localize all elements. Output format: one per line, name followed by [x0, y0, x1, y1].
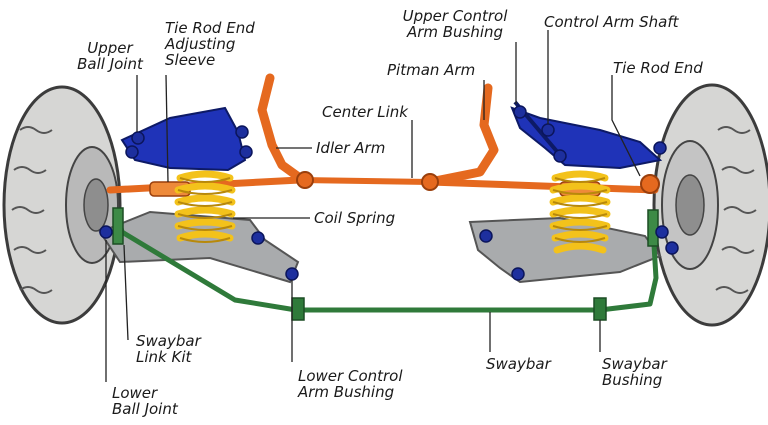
swaybar-link-right: [647, 209, 659, 247]
swaybar-bushing-right: [593, 297, 607, 321]
swaybar-bar: [115, 211, 659, 313]
lower-control-arm-bushing-bolt: [285, 267, 299, 281]
upper-ball-joint-stud: [125, 145, 139, 159]
label-center-link: Center Link: [322, 104, 408, 120]
label-tie-rod-end-adjusting-sleeve: Tie Rod End Adjusting Sleeve: [165, 20, 255, 68]
label-pitman-arm: Pitman Arm: [387, 62, 475, 78]
label-upper-ball-joint-line2: Ball Joint: [77, 55, 143, 73]
label-upper-ball-joint-line1: Upper: [87, 39, 133, 57]
label-tie-rod-end-text: Tie Rod End: [613, 59, 703, 77]
label-idler-arm: Idler Arm: [316, 140, 385, 156]
label-idler-arm-text: Idler Arm: [316, 139, 386, 157]
label-lcab-line1: Lower Control: [298, 367, 403, 385]
label-tie-rod-end: Tie Rod End: [613, 60, 703, 76]
center-link-joint-right: [421, 173, 439, 191]
label-swaybar-link-kit: Swaybar Link Kit: [136, 333, 201, 365]
label-ucab-line2: Arm Bushing: [406, 23, 504, 41]
swaybar-bushing-left: [291, 297, 305, 321]
label-lower-control-arm-bushing: Lower Control Arm Bushing: [298, 368, 403, 400]
leader-swaybar-link-kit: [123, 244, 129, 341]
label-lower-ball-joint-line1: Lower: [112, 384, 158, 402]
label-swaybar-link-kit-line1: Swaybar: [136, 332, 201, 350]
label-control-arm-shaft: Control Arm Shaft: [544, 14, 679, 30]
label-lower-ball-joint: Lower Ball Joint: [112, 385, 178, 417]
swaybar-link-left: [112, 207, 124, 245]
label-tie-rod-sleeve-line2: Adjusting: [165, 35, 236, 53]
label-control-arm-shaft-text: Control Arm Shaft: [544, 13, 679, 31]
center-link-joint-left: [296, 171, 314, 189]
idler-arm: [257, 73, 305, 183]
label-swaybar-text: Swaybar: [486, 355, 551, 373]
right-tire-grooves: [715, 126, 757, 294]
leader-tie-rod-sleeve: [165, 74, 169, 183]
bolts: [99, 105, 679, 281]
right-wheel: [652, 83, 768, 327]
upper-ball-joint-bolt: [131, 131, 145, 145]
tie-rod-end-right: [640, 174, 660, 194]
leader-tie-rod-end: [611, 75, 641, 177]
pitman-arm: [425, 83, 499, 187]
left-upper-control-arm: [120, 106, 247, 172]
label-swaybar-bushing-line2: Bushing: [602, 371, 663, 389]
center-link: [297, 177, 433, 185]
label-upper-control-arm-bushing: Upper Control Arm Bushing: [390, 8, 520, 40]
label-coil-spring: Coil Spring: [314, 210, 395, 226]
label-tie-rod-sleeve-line3: Sleeve: [165, 51, 216, 69]
right-hub-cap: [675, 174, 705, 236]
label-swaybar-bushing-line1: Swaybar: [602, 355, 667, 373]
leader-lines: [105, 30, 641, 382]
left-tire-grooves: [11, 126, 53, 294]
label-pitman-arm-text: Pitman Arm: [387, 61, 476, 79]
right-upper-control-arm: [510, 106, 663, 170]
left-hub-cap: [83, 178, 109, 232]
label-tie-rod-sleeve-line1: Tie Rod End: [165, 19, 255, 37]
left-tire-tread: [2, 85, 122, 325]
label-swaybar: Swaybar: [486, 356, 551, 372]
label-upper-ball-joint: Upper Ball Joint: [60, 40, 160, 72]
label-center-link-text: Center Link: [322, 103, 408, 121]
label-swaybar-link-kit-line2: Link Kit: [136, 348, 192, 366]
label-lcab-line2: Arm Bushing: [298, 383, 395, 401]
coil-spring-left: [174, 170, 236, 243]
label-lower-ball-joint-line2: Ball Joint: [112, 400, 178, 418]
label-swaybar-bushing: Swaybar Bushing: [602, 356, 667, 388]
left-wheel: [2, 85, 122, 325]
label-coil-spring-text: Coil Spring: [314, 209, 396, 227]
coil-spring-right: [549, 170, 611, 254]
label-ucab-line1: Upper Control: [402, 7, 508, 25]
tie-rod-right: [426, 178, 659, 194]
